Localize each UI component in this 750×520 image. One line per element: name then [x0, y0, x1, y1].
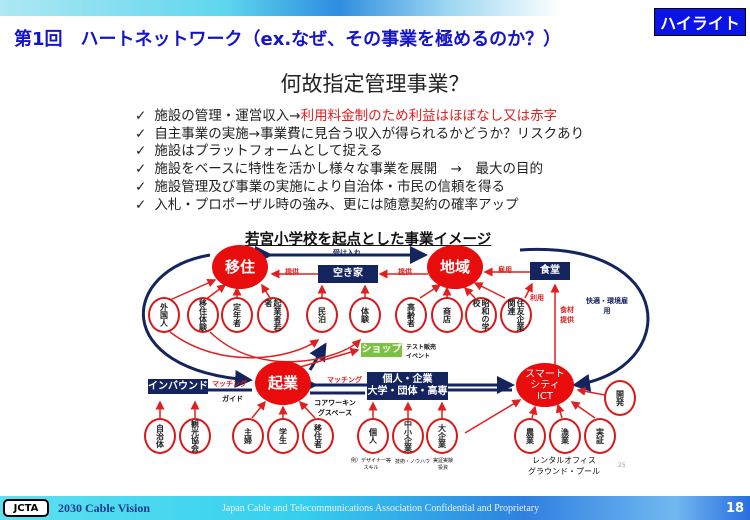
bullet-item: ✓自主事業の実施→事業費に見合う収入が得られるかどうか？リスクあり — [135, 125, 585, 142]
slide-title: 第1回 ハートネットワーク（ex.なぜ、その事業を極めるのか？） — [14, 29, 562, 50]
box-kojin-kigyo: 個人・企業 大学・団体・高専 — [367, 372, 448, 400]
circle-node: 移住体験 — [187, 297, 219, 333]
label-riyou: 利用 — [530, 294, 544, 302]
box-akiya: 空き家 — [318, 265, 378, 283]
label-test-sales: テスト販売イベント — [406, 344, 437, 360]
label-rental: レンタルオフィス グラウンド・プール — [528, 456, 600, 476]
diagram-title: 若宮小学校を起点とした事業イメージ — [245, 232, 492, 248]
bullet-item: ✓施設をベースに特性を活かし様々な事業を展開 → 最大の目的 — [135, 161, 543, 178]
circle-node: 起業者若者 — [257, 297, 289, 333]
hub-kigyou: 起業 — [255, 361, 311, 405]
label-matching: マッチング — [212, 380, 247, 388]
highlight-badge: ハイライト — [654, 8, 746, 36]
circle-node: 自治体 — [144, 418, 176, 454]
slide-heading: 何故指定管理事業？ — [280, 72, 470, 96]
label-skill: 例）デザイナー等スキル — [351, 458, 391, 471]
footer-vision: 2030 Cable Vision — [58, 501, 151, 515]
page-number: 18 — [726, 501, 745, 516]
label-teikyo: 提供 — [285, 268, 299, 276]
check-icon: ✓ — [135, 108, 147, 124]
circle-node: 移住者 — [302, 418, 334, 454]
hub-chiiki: 地域 — [427, 245, 483, 289]
circle-node: 主婦 — [232, 418, 264, 454]
bullet-list: ✓施設の管理・運営収入→利用料金制のため利益はほぼなし又は赤字 ✓自主事業の実施… — [135, 108, 584, 214]
check-icon: ✓ — [135, 178, 147, 195]
circle-node: 住友企業関連 — [500, 297, 532, 333]
label-kaiteki: 快適・環境雇用 — [586, 297, 628, 315]
label-jissho: 実証実験投資 — [432, 458, 453, 471]
label-teikyo: 提供 — [398, 268, 412, 276]
bullet-item: ✓入札・プロポーザル時の強み、更には随意契約の確率アップ — [135, 196, 519, 213]
check-icon: ✓ — [135, 161, 147, 178]
circle-node: 観光協会 — [179, 418, 211, 454]
label-koyou: 雇用 — [498, 266, 512, 274]
top-banner — [0, 0, 750, 16]
label-ukeire: 受け入れ — [333, 249, 361, 257]
bullet-item: ✓施設はプラットフォームとして捉える — [135, 143, 383, 160]
bullet-item: ✓施設管理及び事業の実施により自治体・市民の信頼を得る — [135, 178, 506, 195]
circle-node: 体験 — [349, 297, 381, 333]
bullet-item: ✓施設の管理・運営収入→利用料金制のため利益はほぼなし又は赤字 — [135, 108, 558, 124]
footer-band — [0, 496, 750, 520]
label-coworking: コアワーキングスペース — [314, 399, 356, 417]
box-inbound: インバウンド — [148, 379, 208, 394]
circle-node: 大企業 — [426, 418, 458, 454]
circle-node: 開発 — [604, 380, 636, 416]
box-shop: ショップ — [361, 343, 402, 357]
inner-slide-number: 25 — [618, 462, 626, 469]
circle-node: 漁業 — [549, 418, 581, 454]
circle-node: 定年者 — [221, 297, 253, 333]
circle-node: 外国人 — [148, 297, 180, 333]
hub-ijuu: 移住 — [212, 245, 268, 289]
check-icon: ✓ — [135, 196, 147, 213]
label-gijutsu: 技術・ノウハウ — [395, 459, 431, 465]
circle-node: 農業 — [514, 418, 546, 454]
footer-confidential: Japan Cable and Telecommunications Assoc… — [222, 503, 540, 514]
circle-node: 学生 — [267, 418, 299, 454]
hub-smart-city: スマートシティICT — [516, 363, 574, 407]
circle-node: 昭和の学校 — [465, 297, 497, 333]
circle-node: 民泊 — [306, 297, 338, 333]
check-icon: ✓ — [135, 143, 147, 160]
circle-node: 個人 — [357, 418, 389, 454]
check-icon: ✓ — [135, 125, 147, 142]
circle-node: 高齢者 — [395, 297, 427, 333]
label-guide: ガイド — [222, 395, 243, 403]
circle-node: 実証 — [584, 418, 616, 454]
circle-node: 中小企業 — [392, 418, 424, 454]
circle-node: 商店 — [431, 297, 463, 333]
box-shokudo: 食堂 — [530, 262, 570, 280]
label-shokuzai: 食材提供 — [560, 306, 574, 324]
label-matching: マッチング — [327, 376, 362, 384]
jcta-logo: JCTA — [3, 499, 49, 517]
